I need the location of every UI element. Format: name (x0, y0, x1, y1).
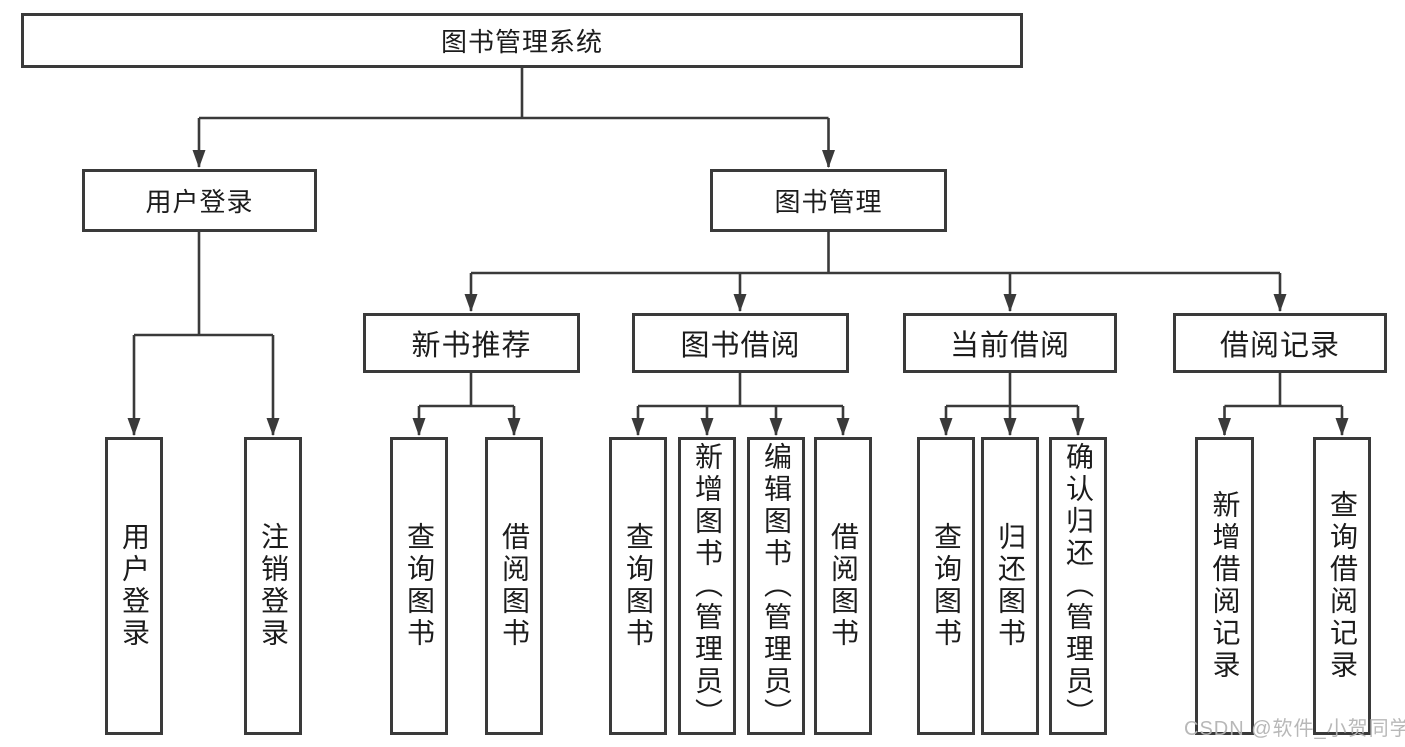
node-label: 编辑图书（管理员） (761, 442, 792, 730)
node-label: 查询借阅记录 (1327, 490, 1358, 682)
node-book-management: 图书管理 (710, 169, 947, 232)
leaf-query-books-current: 查询图书 (917, 437, 975, 735)
arrow-down-icon (192, 150, 206, 168)
arrow-down-icon (1003, 294, 1017, 312)
leaf-borrow-books-borrowing: 借阅图书 (814, 437, 872, 735)
leaf-add-books-admin: 新增图书（管理员） (678, 437, 736, 735)
watermark: CSDN @软件_小贺同学 (1184, 718, 1405, 740)
leaf-user-login: 用户登录 (105, 437, 163, 735)
node-new-book-recommendation: 新书推荐 (363, 313, 580, 373)
node-label: 借阅图书 (499, 522, 530, 650)
arrow-down-icon (1071, 418, 1085, 436)
arrow-down-icon (836, 418, 850, 436)
leaf-logout: 注销登录 (244, 437, 302, 735)
leaf-edit-books-admin: 编辑图书（管理员） (747, 437, 805, 735)
arrow-down-icon (1335, 418, 1349, 436)
node-label: 确认归还（管理员） (1063, 442, 1094, 730)
arrow-down-icon (507, 418, 521, 436)
node-label: 借阅记录 (1219, 330, 1340, 362)
node-label: 当前借阅 (949, 330, 1070, 362)
leaf-query-books-borrowing: 查询图书 (609, 437, 667, 735)
arrow-down-icon (939, 418, 953, 436)
arrowheads (127, 150, 1349, 436)
node-label: 新增借阅记录 (1209, 490, 1241, 682)
arrow-down-icon (1273, 294, 1287, 312)
arrow-down-icon (266, 418, 280, 436)
node-label: 查询图书 (931, 522, 962, 650)
node-label: 用户登录 (119, 522, 150, 650)
arrow-down-icon (822, 150, 835, 168)
leaf-confirm-return-admin: 确认归还（管理员） (1049, 437, 1107, 735)
node-label: 图书管理 (774, 187, 883, 217)
node-label: 图书借阅 (680, 330, 801, 362)
node-label: 借阅图书 (828, 522, 859, 650)
node-borrowing-records: 借阅记录 (1173, 313, 1387, 373)
arrow-down-icon (631, 418, 645, 436)
tree-edges (132, 68, 1344, 435)
arrow-down-icon (700, 418, 714, 436)
leaf-borrow-books-recommend: 借阅图书 (485, 437, 543, 735)
leaf-return-books: 归还图书 (981, 437, 1039, 735)
leaf-add-borrow-record: 新增借阅记录 (1195, 437, 1254, 735)
arrow-down-icon (464, 294, 478, 312)
arrow-down-icon (127, 418, 141, 436)
arrow-down-icon (733, 294, 747, 312)
node-label: 新增图书（管理员） (692, 442, 723, 730)
arrow-down-icon (769, 418, 783, 436)
node-library-management-system: 图书管理系统 (21, 13, 1023, 68)
node-book-borrowing: 图书借阅 (632, 313, 849, 373)
node-label: 查询图书 (404, 522, 435, 650)
leaf-query-books-recommend: 查询图书 (390, 437, 448, 735)
node-label: 图书管理系统 (440, 27, 603, 57)
node-label: 注销登录 (258, 522, 289, 650)
arrow-down-icon (412, 418, 426, 436)
arrow-down-icon (1218, 418, 1231, 436)
node-label: 归还图书 (995, 522, 1026, 650)
leaf-query-borrow-record: 查询借阅记录 (1313, 437, 1371, 735)
arrow-down-icon (1003, 418, 1017, 436)
node-label: 用户登录 (145, 187, 254, 217)
node-label: 新书推荐 (411, 330, 532, 362)
node-current-borrowing: 当前借阅 (903, 313, 1117, 373)
node-user-login: 用户登录 (82, 169, 317, 232)
node-label: 查询图书 (623, 522, 654, 650)
